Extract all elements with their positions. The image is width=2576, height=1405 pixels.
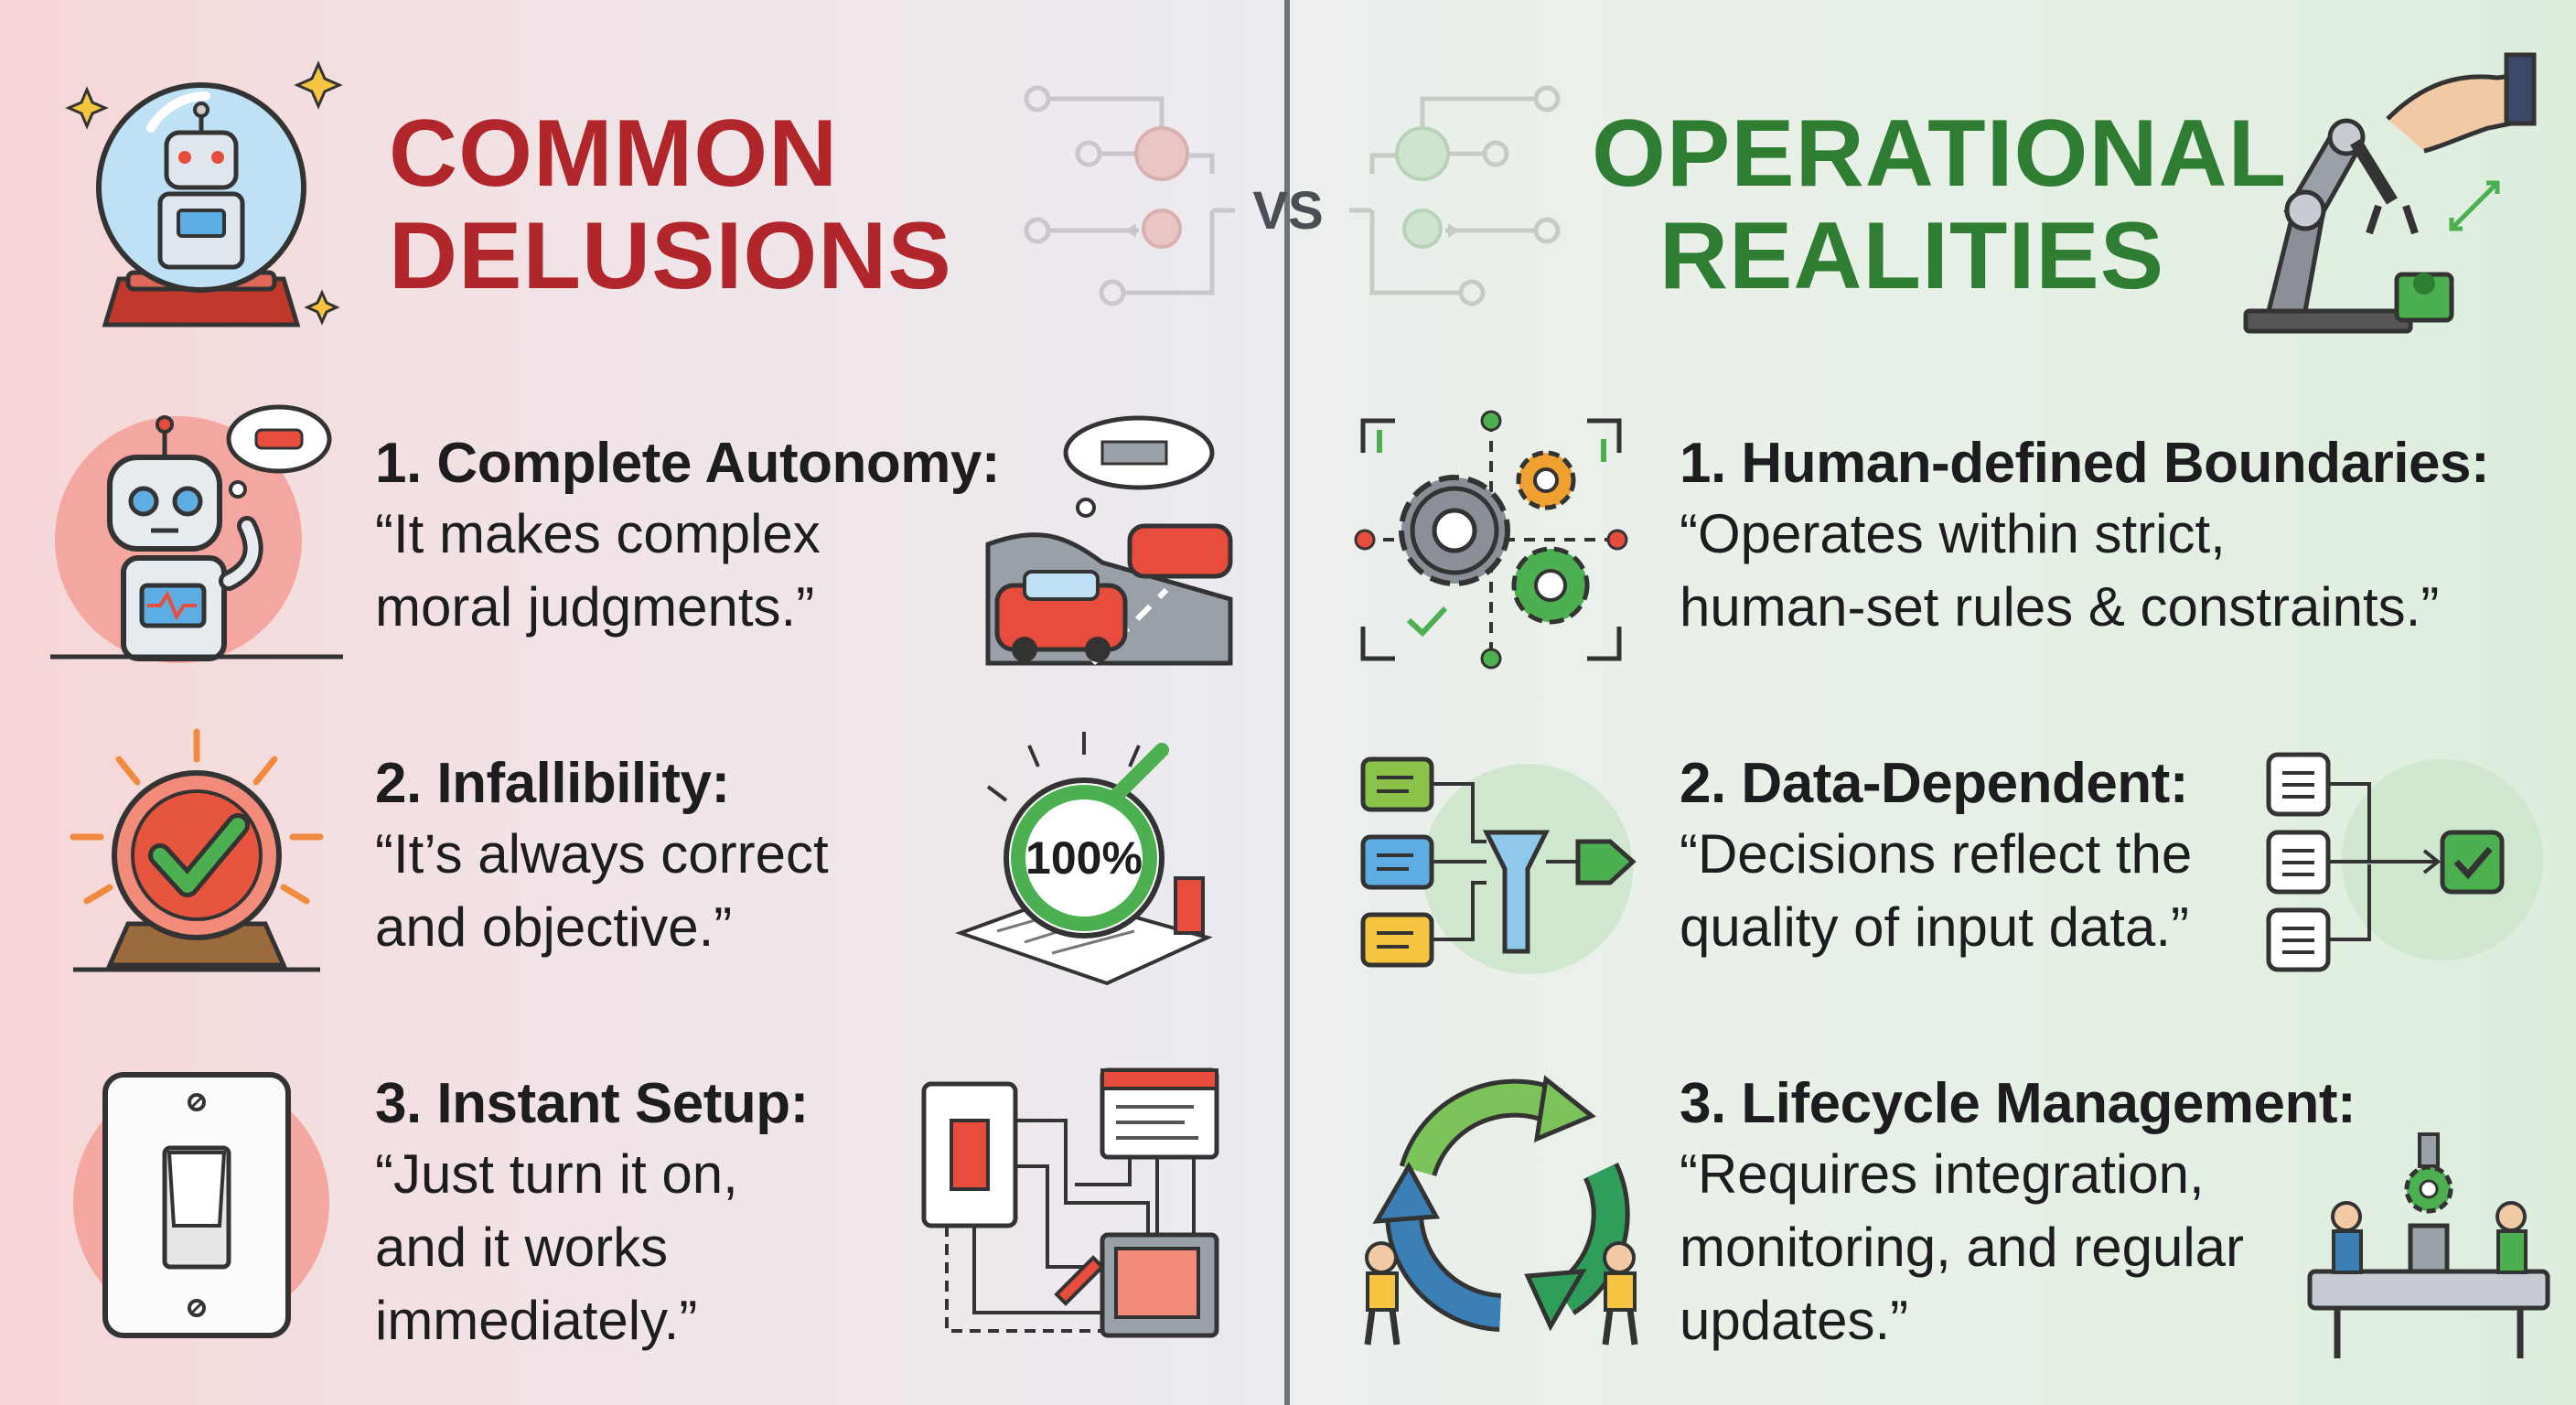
delusion-item-autonomy: 1. Complete Autonomy: “It makes complex … xyxy=(375,430,1015,644)
delusion-item-infallibility: 2. Infallibility: “It’s always correct a… xyxy=(375,750,924,964)
center-divider xyxy=(1284,0,1290,1405)
self-driving-car-icon xyxy=(985,415,1233,666)
crystal-ball-robot-icon xyxy=(65,60,343,327)
checkmark-button-icon xyxy=(70,728,324,972)
delusion-quote-instant-setup: “Just turn it on, and it works immediate… xyxy=(375,1143,738,1351)
reality-item-data-dependent: 2. Data-Dependent: “Decisions reflect th… xyxy=(1680,750,2265,964)
realities-panel xyxy=(1288,0,2576,1405)
reality-title-boundaries: 1. Human-defined Boundaries: xyxy=(1680,432,2490,495)
circuit-decoration-right xyxy=(1349,85,1561,306)
vs-label: VS xyxy=(1252,180,1324,241)
delusion-title-instant-setup: 3. Instant Setup: xyxy=(375,1072,809,1135)
realities-heading-line2: REALITIES xyxy=(1658,203,2165,309)
complex-wiring-icon xyxy=(921,1067,1219,1338)
checklist-flow-icon xyxy=(2266,752,2543,972)
delusion-title-infallibility: 2. Infallibility: xyxy=(375,752,730,815)
delusion-quote-autonomy: “It makes complex moral judgments.” xyxy=(375,503,821,638)
maintenance-team-icon xyxy=(2307,1132,2550,1358)
realities-heading-line1: OPERATIONAL xyxy=(1592,101,2288,207)
reality-quote-data-dependent: “Decisions reflect the quality of input … xyxy=(1680,823,2193,958)
delusion-title-autonomy: 1. Complete Autonomy: xyxy=(375,432,1001,495)
gauge-label: 100% xyxy=(1025,832,1143,884)
delusion-item-instant-setup: 3. Instant Setup: “Just turn it on, and … xyxy=(375,1070,924,1357)
reality-title-data-dependent: 2. Data-Dependent: xyxy=(1680,752,2188,815)
reality-item-lifecycle: 3. Lifecycle Management: “Requires integ… xyxy=(1680,1070,2558,1357)
circuit-decoration-left xyxy=(1024,85,1235,306)
reality-item-boundaries: 1. Human-defined Boundaries: “Operates w… xyxy=(1680,430,2558,644)
delusions-heading-line1: COMMON xyxy=(389,101,839,207)
reality-title-lifecycle: 3. Lifecycle Management: xyxy=(1680,1072,2356,1135)
reality-quote-lifecycle: “Requires integration, monitoring, and r… xyxy=(1680,1143,2245,1351)
delusion-quote-infallibility: “It’s always correct and objective.” xyxy=(375,823,829,958)
reality-quote-boundaries: “Operates within strict, human-set rules… xyxy=(1680,503,2440,638)
data-funnel-icon xyxy=(1360,756,1637,974)
realities-heading: OPERATIONAL REALITIES xyxy=(1592,101,2288,309)
light-switch-icon xyxy=(73,1072,329,1338)
delusions-heading-line2: DELUSIONS xyxy=(389,203,952,309)
delusions-heading: COMMON DELUSIONS xyxy=(389,101,952,309)
gears-boundary-icon xyxy=(1354,410,1628,670)
lifecycle-cycle-icon xyxy=(1364,1075,1638,1346)
thinking-robot-icon xyxy=(50,404,343,663)
robot-arm-icon xyxy=(2243,52,2537,334)
hundred-percent-gauge-icon: 100% xyxy=(955,732,1213,986)
